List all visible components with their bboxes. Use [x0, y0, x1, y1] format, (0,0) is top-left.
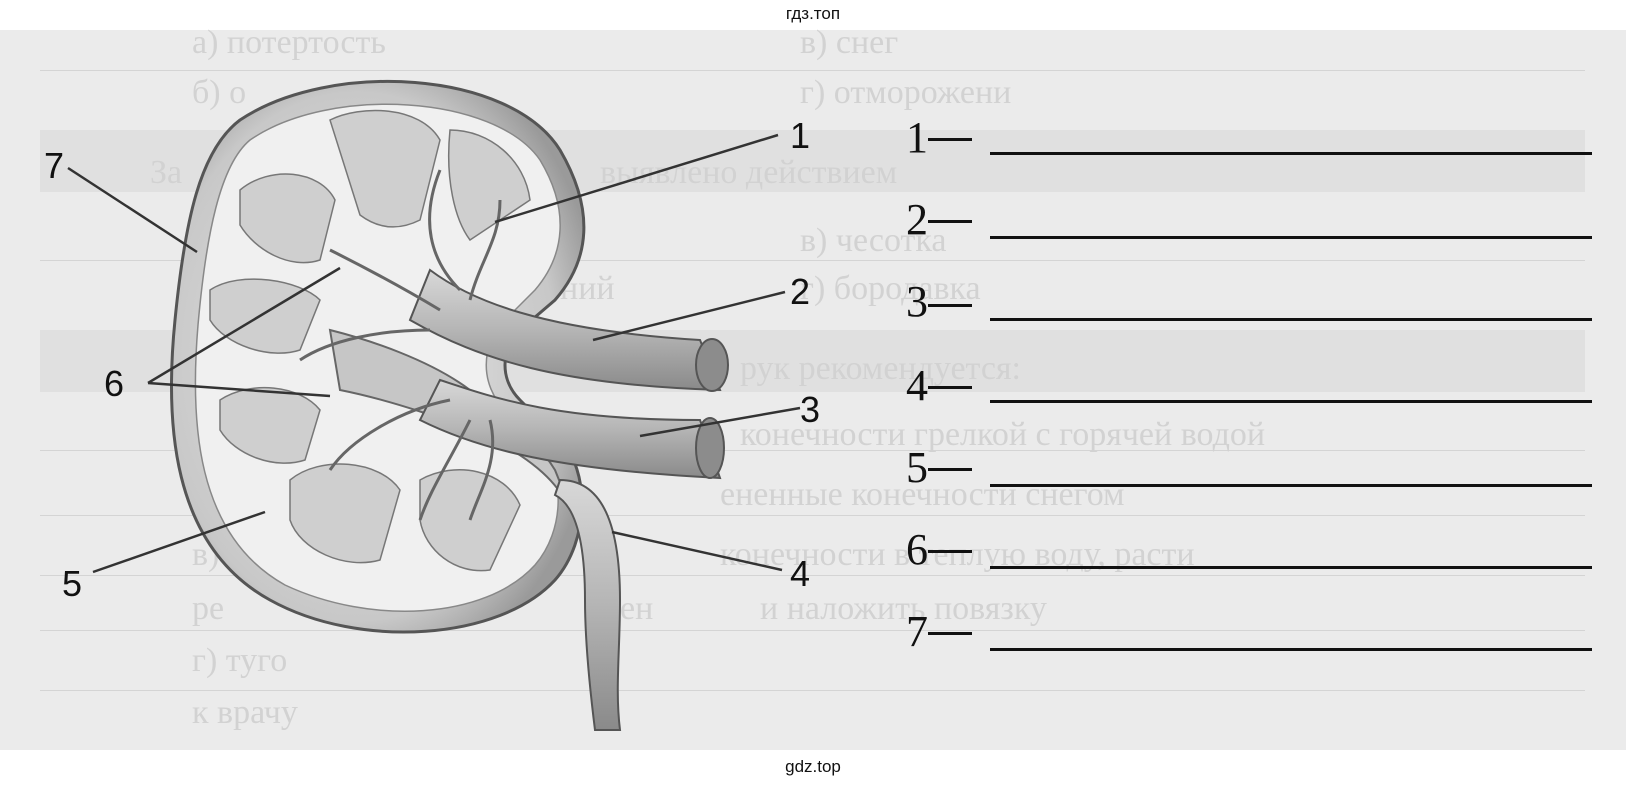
callout-2: 2	[790, 271, 811, 312]
ghost-rule	[40, 70, 1585, 71]
callout-5: 5	[62, 563, 83, 604]
ghost-text: в) снег	[800, 24, 899, 61]
answer-line-6[interactable]	[990, 566, 1592, 569]
ghost-text: г) туго	[192, 642, 288, 679]
leader-line-6a	[147, 266, 341, 385]
leader-line-7	[67, 166, 198, 254]
ghost-rule	[40, 630, 1585, 631]
ghost-rule	[40, 690, 1585, 691]
answer-number: 4	[906, 361, 928, 410]
ghost-text: в) чесотка	[800, 222, 947, 259]
ghost-rule	[40, 575, 1585, 576]
ghost-rule	[40, 260, 1585, 261]
ghost-text: и наложить повязку	[760, 590, 1047, 627]
ghost-text: ре	[192, 590, 225, 627]
ghost-text: а) потертость	[192, 24, 386, 61]
vessel-branches	[299, 169, 502, 521]
leader-line-4	[611, 530, 783, 572]
answer-dash	[928, 468, 972, 471]
answer-line-2[interactable]	[990, 236, 1592, 239]
leader-line-3	[639, 406, 801, 438]
answer-line-1[interactable]	[990, 152, 1592, 155]
ghost-rule	[40, 450, 1585, 451]
ghost-text: выявлено действием	[600, 154, 898, 191]
answer-dash	[928, 138, 972, 141]
answer-line-5[interactable]	[990, 484, 1592, 487]
leader-lines	[67, 133, 801, 574]
callout-7: 7	[44, 145, 65, 186]
leader-line-5	[92, 510, 266, 574]
answer-number: 1	[906, 113, 928, 162]
callout-6: 6	[104, 363, 125, 404]
answer-dash	[928, 304, 972, 307]
callout-3: 3	[800, 389, 821, 430]
callout-4: 4	[790, 553, 811, 594]
ghost-rule	[40, 515, 1585, 516]
answer-number: 3	[906, 277, 928, 326]
ghost-text: рук рекомендуется:	[740, 350, 1021, 387]
answer-line-4[interactable]	[990, 400, 1592, 403]
renal-vessels	[408, 268, 729, 731]
ghost-text: б) о	[192, 74, 247, 111]
answer-number: 7	[906, 607, 928, 656]
answer-dash	[928, 550, 972, 553]
answer-line-3[interactable]	[990, 318, 1592, 321]
ghost-text: г) отморожени	[800, 74, 1012, 111]
answer-number: 2	[906, 195, 928, 244]
leader-line-6b	[147, 381, 331, 398]
ghost-text: За	[150, 154, 183, 191]
answer-dash	[928, 220, 972, 223]
answer-line-7[interactable]	[990, 648, 1592, 651]
ghost-text: ен	[620, 590, 654, 627]
answer-number: 5	[906, 443, 928, 492]
answer-number: 6	[906, 525, 928, 574]
callout-1: 1	[790, 115, 811, 156]
answer-dash	[928, 386, 972, 389]
ghost-text: к врачу	[192, 694, 298, 731]
answer-dash	[928, 632, 972, 635]
ghost-text: ененные конечности снегом	[720, 476, 1125, 513]
leader-line-1	[494, 133, 779, 224]
ghost-text: конечности грелкой с горячей водой	[740, 416, 1266, 453]
watermark-bottom: gdz.top	[785, 757, 841, 776]
watermark-top: гдз.топ	[785, 4, 841, 23]
leader-line-2	[592, 290, 786, 342]
ghost-text: г) бородавка	[800, 270, 981, 307]
